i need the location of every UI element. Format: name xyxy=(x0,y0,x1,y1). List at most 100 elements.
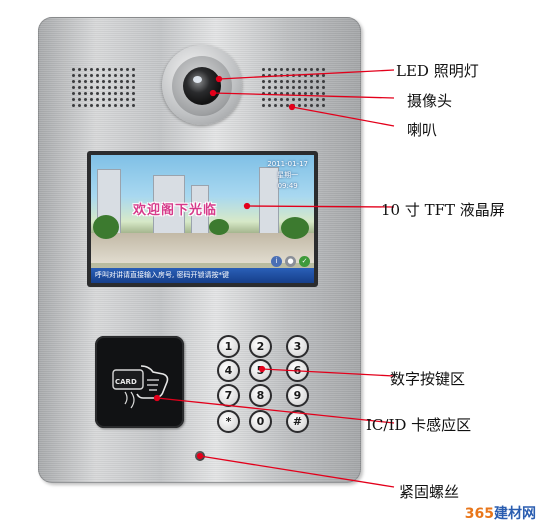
leader-dot-keypad xyxy=(258,365,266,373)
leader-dot-card xyxy=(153,394,161,402)
grille-hole xyxy=(304,92,307,95)
grille-hole xyxy=(78,86,81,89)
grille-hole xyxy=(286,98,289,101)
keypad-key[interactable]: * xyxy=(217,410,240,433)
grille-hole xyxy=(120,80,123,83)
info-icon[interactable]: i xyxy=(271,256,282,267)
grille-hole xyxy=(108,86,111,89)
grille-hole xyxy=(280,80,283,83)
grille-hole xyxy=(90,86,93,89)
leader-line-led xyxy=(218,69,395,80)
user-icon[interactable]: ● xyxy=(285,256,296,267)
label-keypad: 数字按键区 xyxy=(390,370,466,388)
grille-hole xyxy=(304,74,307,77)
grille-hole xyxy=(310,98,313,101)
grille-hole xyxy=(322,68,325,71)
grille-hole xyxy=(96,104,99,107)
grille-hole xyxy=(78,98,81,101)
keypad-key[interactable]: 9 xyxy=(286,384,309,407)
grille-hole xyxy=(262,68,265,71)
grille-hole xyxy=(78,92,81,95)
keypad-key[interactable]: # xyxy=(286,410,309,433)
label-speaker: 喇叭 xyxy=(407,121,438,139)
label-screen: 10 寸 TFT 液晶屏 xyxy=(381,201,505,219)
grille-hole xyxy=(310,86,313,89)
grille-hole xyxy=(268,92,271,95)
grille-hole xyxy=(102,68,105,71)
check-icon[interactable]: ✓ xyxy=(299,256,310,267)
keypad-key[interactable]: 7 xyxy=(217,384,240,407)
grille-hole xyxy=(120,98,123,101)
grille-hole xyxy=(114,98,117,101)
grille-hole xyxy=(280,92,283,95)
grille-hole xyxy=(316,98,319,101)
grille-hole xyxy=(286,104,289,107)
keypad-key[interactable]: 4 xyxy=(217,359,240,382)
grille-hole xyxy=(262,92,265,95)
grille-hole xyxy=(126,74,129,77)
grille-hole xyxy=(304,98,307,101)
grille-hole xyxy=(292,92,295,95)
keypad-key[interactable]: 2 xyxy=(249,335,272,358)
grille-hole xyxy=(268,98,271,101)
grille-hole xyxy=(120,74,123,77)
leader-line-keypad xyxy=(261,368,395,377)
grille-hole xyxy=(292,80,295,83)
grille-hole xyxy=(304,80,307,83)
grille-hole xyxy=(286,68,289,71)
grille-hole xyxy=(90,104,93,107)
grille-hole xyxy=(126,92,129,95)
keypad-key[interactable]: 0 xyxy=(249,410,272,433)
grille-hole xyxy=(298,68,301,71)
grille-hole xyxy=(120,104,123,107)
keypad-key[interactable]: 3 xyxy=(286,335,309,358)
leader-dot-camera xyxy=(209,89,217,97)
grille-hole xyxy=(132,92,135,95)
keypad-key[interactable]: 8 xyxy=(249,384,272,407)
keypad-key[interactable]: 1 xyxy=(217,335,240,358)
grille-hole xyxy=(268,86,271,89)
grille-hole xyxy=(310,92,313,95)
grille-hole xyxy=(316,74,319,77)
grille-hole xyxy=(78,68,81,71)
grille-hole xyxy=(120,68,123,71)
grille-hole xyxy=(126,98,129,101)
grille-hole xyxy=(102,74,105,77)
leader-line-screen xyxy=(246,205,395,208)
grille-hole xyxy=(114,74,117,77)
grille-hole xyxy=(96,92,99,95)
grille-hole xyxy=(280,104,283,107)
grille-hole xyxy=(316,92,319,95)
grille-hole xyxy=(316,80,319,83)
screen-time: 09:49 xyxy=(277,182,298,190)
grille-hole xyxy=(298,80,301,83)
speaker-grille-left xyxy=(72,68,138,110)
grille-hole xyxy=(274,86,277,89)
grille-hole xyxy=(280,98,283,101)
grille-hole xyxy=(120,86,123,89)
grille-hole xyxy=(102,92,105,95)
grille-hole xyxy=(114,80,117,83)
grille-hole xyxy=(126,104,129,107)
grille-hole xyxy=(262,80,265,83)
grille-hole xyxy=(72,80,75,83)
grille-hole xyxy=(132,86,135,89)
grille-hole xyxy=(268,68,271,71)
card-reader[interactable] xyxy=(95,336,184,428)
grille-hole xyxy=(84,86,87,89)
grille-hole xyxy=(274,68,277,71)
grille-hole xyxy=(132,68,135,71)
grille-hole xyxy=(286,80,289,83)
screen-datetime: 2011-01-17 星期一 09:49 xyxy=(267,159,308,192)
grille-hole xyxy=(292,68,295,71)
tree-image xyxy=(281,217,309,239)
grille-hole xyxy=(304,86,307,89)
grille-hole xyxy=(96,86,99,89)
grille-hole xyxy=(322,80,325,83)
tree-image xyxy=(209,219,229,235)
grille-hole xyxy=(72,92,75,95)
lens-glint xyxy=(193,76,202,83)
grille-hole xyxy=(90,74,93,77)
grille-hole xyxy=(126,86,129,89)
grille-hole xyxy=(108,68,111,71)
